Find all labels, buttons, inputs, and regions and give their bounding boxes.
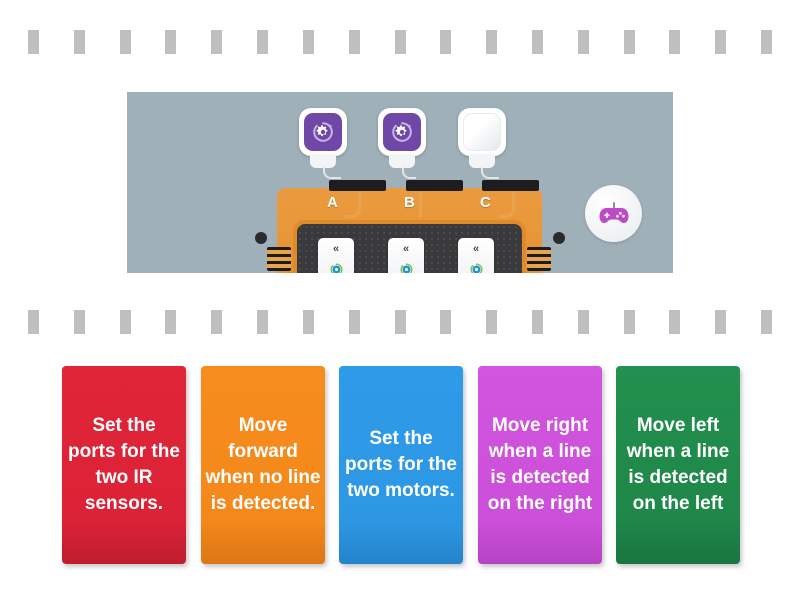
dash-mark — [623, 310, 635, 334]
port-a-device-tile — [299, 108, 347, 156]
port-b-tile-neck — [389, 154, 415, 168]
answer-card-label: Move forward when no line is detected. — [205, 414, 321, 515]
dashed-separator-bottom — [0, 310, 800, 334]
dash-mark — [715, 30, 727, 54]
chevron-left-icon: « — [402, 243, 410, 255]
dash-mark — [486, 310, 498, 334]
motor-icon — [383, 113, 421, 151]
dash-mark — [165, 30, 177, 54]
port-c-cable — [499, 192, 515, 218]
port-a-cable — [345, 192, 361, 218]
answer-card-label: Move left when a line is detected on the… — [626, 414, 730, 515]
answer-card-label: Set the ports for the two motors. — [345, 427, 457, 502]
dash-mark — [761, 310, 772, 334]
answer-cards-container: Set the ports for the two IR sensors. Mo… — [62, 366, 740, 566]
left-wheel-stripes — [267, 247, 291, 271]
chevron-left-icon: « — [332, 243, 340, 255]
port-label-a: A — [327, 194, 338, 211]
answer-card[interactable]: Move forward when no line is detected. — [201, 366, 325, 564]
dash-mark — [394, 310, 406, 334]
gamepad-badge — [585, 185, 642, 242]
dash-mark — [531, 310, 543, 334]
brick-mini-card: « — [458, 238, 494, 273]
dash-mark — [119, 30, 131, 54]
dash-mark — [257, 30, 269, 54]
dash-mark — [73, 310, 85, 334]
gamepad-icon — [599, 201, 628, 223]
answer-card-label: Move right when a line is detected on th… — [487, 414, 593, 515]
answer-card-label: Set the ports for the two IR sensors. — [68, 414, 180, 515]
port-c-plug — [482, 180, 539, 191]
port-a-plug — [329, 180, 386, 191]
dash-mark — [577, 30, 589, 54]
port-c-device-tile — [458, 108, 506, 156]
dash-mark — [486, 30, 498, 54]
port-b-plug — [406, 180, 463, 191]
port-label-b: B — [404, 194, 415, 211]
dash-mark — [669, 310, 681, 334]
gear-icon — [470, 263, 482, 273]
port-a-wire — [323, 167, 341, 179]
gear-icon — [400, 263, 412, 273]
empty-tile-icon — [463, 113, 501, 151]
right-wheel-stripes — [527, 247, 551, 271]
brick-mini-card: « — [388, 238, 424, 273]
dash-mark — [257, 310, 269, 334]
brick-mini-card: « — [318, 238, 354, 273]
dash-mark — [165, 310, 177, 334]
port-b-wire — [402, 167, 416, 179]
dash-mark — [211, 310, 223, 334]
port-b-device-tile — [378, 108, 426, 156]
dash-mark — [348, 310, 360, 334]
port-a-tile-neck — [310, 154, 336, 168]
port-c-wire — [481, 167, 499, 179]
dash-mark — [577, 310, 589, 334]
answer-card[interactable]: Set the ports for the two IR sensors. — [62, 366, 186, 564]
dash-mark — [302, 310, 314, 334]
gear-icon — [330, 263, 342, 273]
dash-mark — [531, 30, 543, 54]
activity-image: A B C « « « — [127, 92, 673, 273]
dash-mark — [440, 30, 452, 54]
dash-mark — [28, 310, 39, 334]
dashed-separator-top — [0, 30, 800, 54]
motor-icon — [304, 113, 342, 151]
dash-mark — [211, 30, 223, 54]
dash-mark — [715, 310, 727, 334]
dash-mark — [119, 310, 131, 334]
dash-mark — [761, 30, 772, 54]
left-axle — [255, 232, 277, 244]
dash-mark — [73, 30, 85, 54]
dash-mark — [28, 30, 39, 54]
dash-mark — [302, 30, 314, 54]
dash-mark — [623, 30, 635, 54]
dash-mark — [348, 30, 360, 54]
dash-mark — [394, 30, 406, 54]
port-c-tile-neck — [469, 154, 495, 168]
chevron-left-icon: « — [472, 243, 480, 255]
port-b-cable — [419, 192, 422, 218]
answer-card[interactable]: Move right when a line is detected on th… — [478, 366, 602, 564]
dash-mark — [440, 310, 452, 334]
right-axle — [543, 232, 565, 244]
answer-card[interactable]: Set the ports for the two motors. — [339, 366, 463, 564]
port-label-c: C — [480, 194, 491, 211]
dash-mark — [669, 30, 681, 54]
answer-card[interactable]: Move left when a line is detected on the… — [616, 366, 740, 564]
